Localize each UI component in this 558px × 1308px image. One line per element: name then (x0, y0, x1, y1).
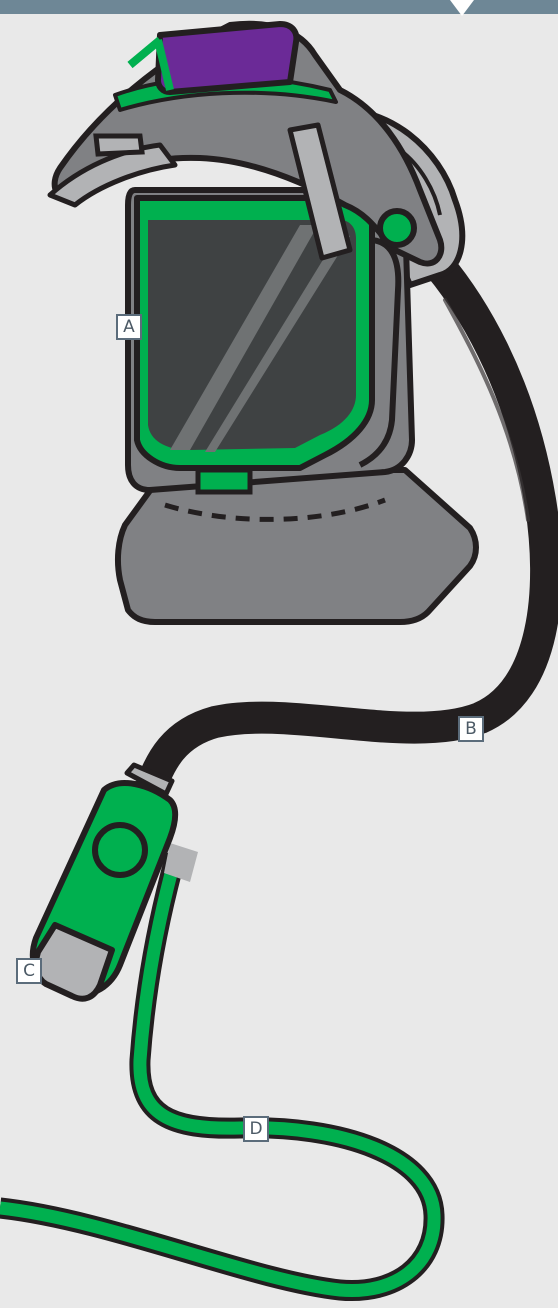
welding-helmet-icon (50, 24, 476, 622)
callout-a-visor[interactable]: A (116, 314, 142, 340)
callout-d-supply-hose[interactable]: D (243, 1116, 269, 1142)
callout-c-connector[interactable]: C (16, 958, 42, 984)
top-band (0, 0, 558, 14)
callout-b-breathing-hose[interactable]: B (458, 716, 484, 742)
